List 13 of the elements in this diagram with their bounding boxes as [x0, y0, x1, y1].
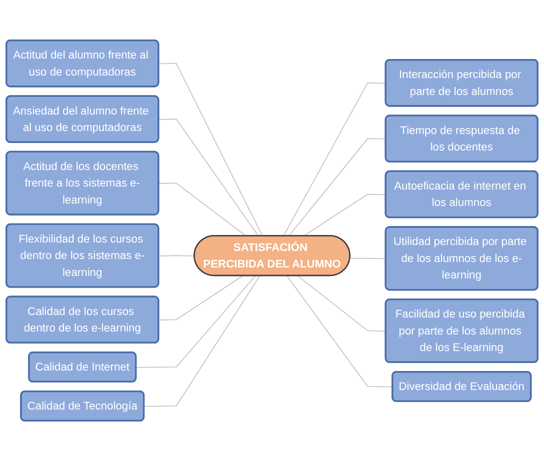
connector	[158, 255, 195, 256]
connector	[144, 275, 260, 407]
connector	[288, 138, 386, 236]
connector	[350, 258, 386, 260]
connector	[158, 118, 259, 236]
connector	[158, 62, 263, 236]
connector	[297, 275, 386, 332]
connector	[286, 275, 394, 388]
connector	[158, 275, 244, 320]
connector	[303, 194, 386, 236]
connector	[136, 275, 256, 368]
connector	[158, 182, 246, 236]
connector	[283, 82, 386, 236]
